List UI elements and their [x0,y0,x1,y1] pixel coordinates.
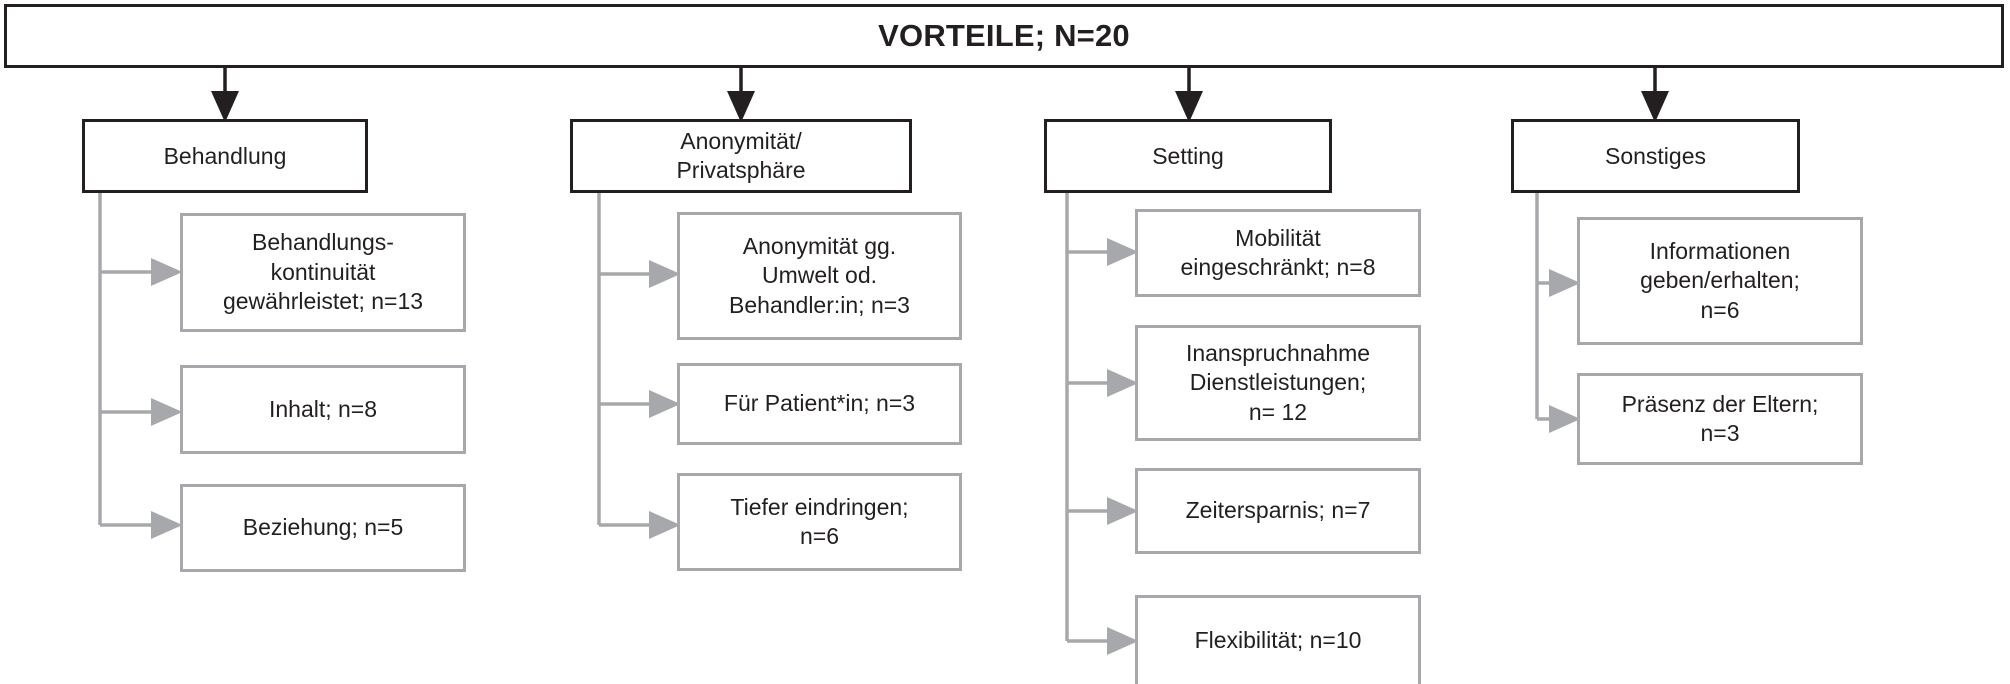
leaf-label-behandlungskontinuitaet: Behandlungs- kontinuität gewährleistet; … [222,229,424,315]
leaf-label-praesenz-der-eltern: Präsenz der Eltern; n=3 [1621,390,1819,446]
connector-setting-children [1065,193,1139,655]
leaf-box-informationen-geben-erhalten[interactable]: Informationen geben/erhalten; n=6 [1577,217,1863,345]
leaf-label-zeitersparnis: Zeitersparnis; n=7 [1185,497,1371,524]
leaf-label-informationen-geben-erhalten: Informationen geben/erhalten; n=6 [1640,237,1800,323]
leaf-label-tiefer-eindringen: Tiefer eindringen; n=6 [730,493,909,549]
leaf-box-tiefer-eindringen[interactable]: Tiefer eindringen; n=6 [677,473,962,571]
leaf-box-zeitersparnis[interactable]: Zeitersparnis; n=7 [1135,468,1421,554]
category-label-sonstiges: Sonstiges [1604,142,1706,169]
category-label-setting: Setting [1152,142,1224,169]
leaf-box-mobilitaet-eingeschraenkt[interactable]: Mobilität eingeschränkt; n=8 [1135,209,1421,297]
leaf-label-inanspruchnahme-dienstleistungen: Inanspruchnahme Dienstleistungen; n= 12 [1185,339,1371,425]
category-box-sonstiges[interactable]: Sonstiges [1511,119,1800,193]
connector-behandlung-children [98,193,183,539]
leaf-label-mobilitaet-eingeschraenkt: Mobilität eingeschränkt; n=8 [1180,224,1376,280]
leaf-label-anonymitaet-gg-umwelt: Anonymität gg. Umwelt od. Behandler:in; … [729,232,910,318]
leaf-label-beziehung: Beziehung; n=5 [242,514,404,541]
leaf-box-beziehung[interactable]: Beziehung; n=5 [180,484,466,572]
connector-anonymitaet-children [597,193,681,539]
leaf-box-praesenz-der-eltern[interactable]: Präsenz der Eltern; n=3 [1577,373,1863,465]
leaf-box-behandlungskontinuitaet[interactable]: Behandlungs- kontinuität gewährleistet; … [180,213,466,332]
diagram-title-box: VORTEILE; N=20 [4,4,2004,68]
leaf-label-flexibilitaet: Flexibilität; n=10 [1194,627,1362,654]
leaf-box-inhalt[interactable]: Inhalt; n=8 [180,365,466,454]
category-box-setting[interactable]: Setting [1044,119,1332,193]
diagram-title: VORTEILE; N=20 [878,18,1130,53]
leaf-box-flexibilitaet[interactable]: Flexibilität; n=10 [1135,595,1421,684]
leaf-box-anonymitaet-gg-umwelt[interactable]: Anonymität gg. Umwelt od. Behandler:in; … [677,212,962,340]
leaf-label-fuer-patient-in: Für Patient*in; n=3 [723,390,916,417]
category-box-behandlung[interactable]: Behandlung [82,119,368,193]
leaf-box-inanspruchnahme-dienstleistungen[interactable]: Inanspruchnahme Dienstleistungen; n= 12 [1135,325,1421,441]
category-box-anonymitaet-privatsphaere[interactable]: Anonymität/ Privatsphäre [570,119,912,193]
leaf-box-fuer-patient-in[interactable]: Für Patient*in; n=3 [677,363,962,445]
leaf-label-inhalt: Inhalt; n=8 [268,395,378,422]
connector-sonstiges-children [1535,193,1581,433]
category-label-anonymitaet-privatsphaere: Anonymität/ Privatsphäre [676,128,806,183]
category-label-behandlung: Behandlung [163,142,287,169]
